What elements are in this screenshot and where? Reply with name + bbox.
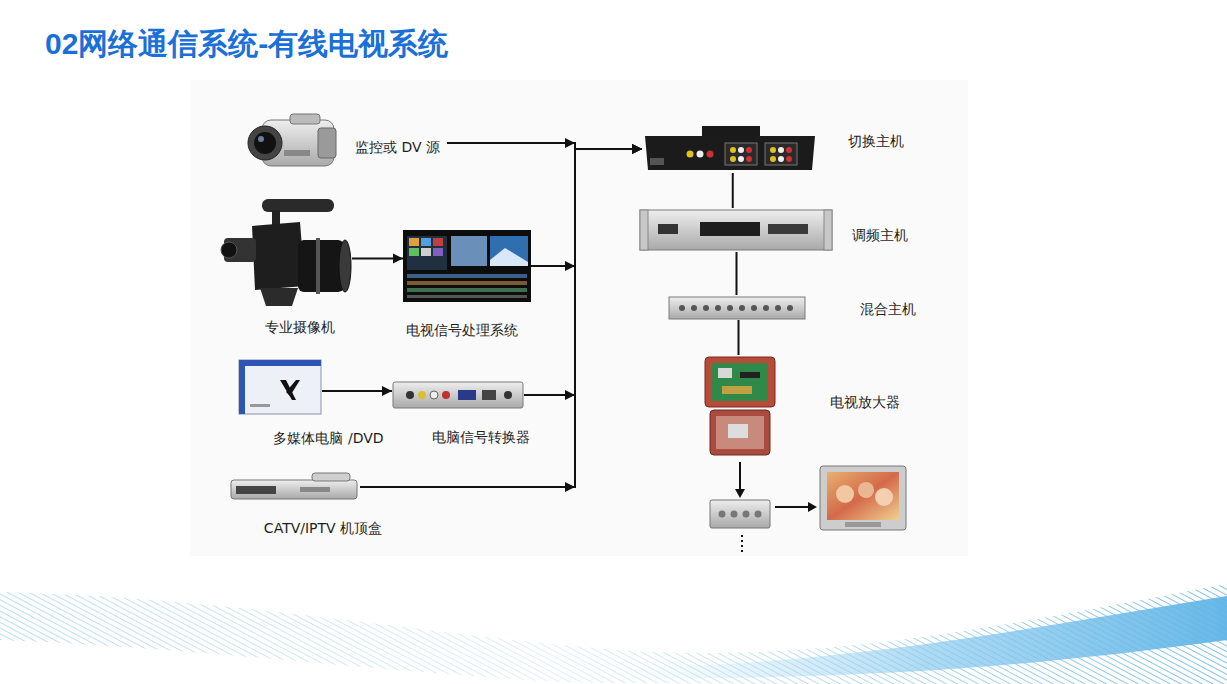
arrow-head [565,138,575,148]
connector [447,138,642,154]
splitter-picture [710,500,770,528]
connector-line [360,149,642,487]
connector [360,144,642,492]
connector [322,386,392,396]
device-label: 电视放大器 [830,394,900,411]
connector [738,320,739,355]
device-label: CATV/IPTV 机顶盒 [264,520,382,537]
device-node: 多媒体电脑 /DVD [237,358,322,416]
pc-picture [239,360,321,414]
device-node: 混合主机 [668,295,806,320]
arrow-head [632,144,642,154]
connector-line [738,320,740,355]
device-node: CATV/IPTV 机顶盒 [228,472,360,502]
connector [736,252,737,295]
connector [732,173,733,208]
device-node: 监控或 DV 源 [248,113,447,173]
connector-line [531,149,642,266]
signal-arrow [735,462,817,552]
device-node: 专业摄像机 [222,195,352,307]
mixer-picture [669,297,805,319]
settop-box-picture [231,473,357,499]
arrow-head [565,482,575,492]
device-label: 调频主机 [852,227,908,244]
device-node: 电脑信号转换器 [392,380,524,410]
connector [524,144,642,400]
wave-decoration [0,584,1227,684]
connector-line [732,173,734,208]
connector-line [322,390,392,392]
arrow-head [382,386,392,396]
modulator-picture [640,210,832,250]
connector [352,254,403,264]
connector-line [524,149,642,395]
arrow-head [632,144,642,154]
device-label: 专业摄像机 [265,319,335,336]
arrow-head [632,144,642,154]
camcorder-picture [248,114,336,166]
arrow-head [393,254,403,264]
device-label: 监控或 DV 源 [355,139,440,156]
switch-picture [645,126,815,170]
device-label: 电脑信号转换器 [432,429,530,446]
converter-picture [393,382,523,408]
device-label: 切换主机 [848,133,904,150]
arrow-head [565,261,575,271]
connector [531,144,642,271]
arrow-head [632,144,642,154]
diagram-ground [190,80,968,556]
page-title: 02网络通信系统-有线电视系统 [45,24,448,65]
device-node: 电视放大器 [703,355,777,457]
arrow-head [565,390,575,400]
pro-camera-picture [221,199,351,306]
device-node: 电视信号处理系统 [403,230,531,302]
device-label: 混合主机 [860,300,916,317]
connector-line [736,252,738,295]
device-label: 多媒体电脑 /DVD [273,430,383,447]
amplifier-picture [705,357,775,455]
device-node: 调频主机 [640,208,832,252]
tv-picture [820,466,906,530]
device-label: 电视信号处理系统 [406,322,518,339]
monitor-picture [403,230,531,302]
device-node: 切换主机 [642,125,817,173]
